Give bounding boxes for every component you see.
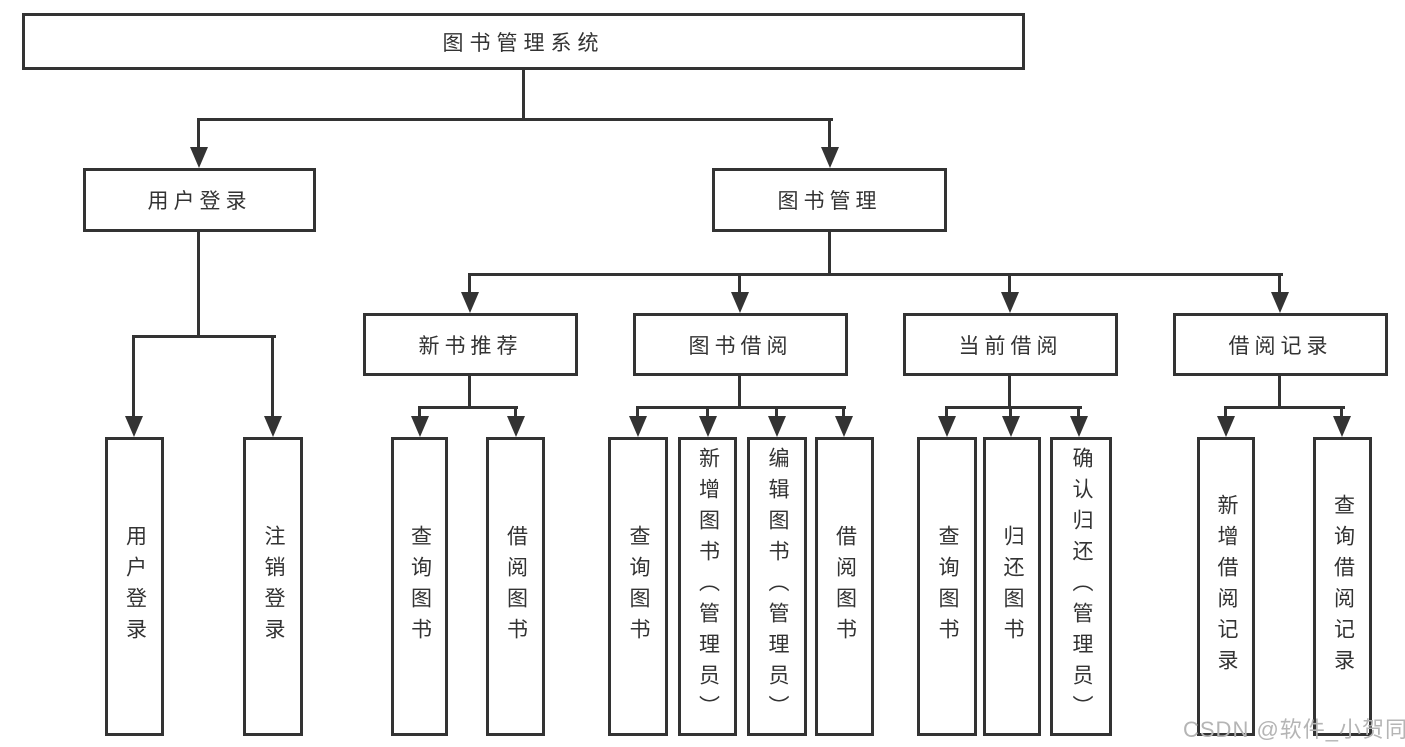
connector-line xyxy=(1340,408,1343,420)
leaf-query-books-current: 查询图书 xyxy=(917,437,977,736)
connector-line xyxy=(1278,275,1281,295)
leaf-confirm-return-admin: 确认归还（管理员） xyxy=(1050,437,1112,736)
arrowhead-icon xyxy=(411,416,429,437)
arrowhead-icon xyxy=(507,416,525,437)
connector-line xyxy=(738,275,741,295)
leaf-query-books-recommend: 查询图书 xyxy=(391,437,448,736)
arrowhead-icon xyxy=(1001,292,1019,313)
connector-line xyxy=(1077,408,1080,420)
connector-line xyxy=(775,408,778,420)
leaf-label: 借阅图书 xyxy=(504,524,528,649)
connector-line xyxy=(1008,275,1011,295)
leaf-label: 确认归还（管理员） xyxy=(1070,447,1093,726)
node-label: 图书借阅 xyxy=(688,334,793,358)
arrowhead-icon xyxy=(1333,416,1351,437)
arrowhead-icon xyxy=(938,416,956,437)
node-label: 用户登录 xyxy=(147,190,252,213)
leaf-label: 查询图书 xyxy=(936,524,959,649)
arrowhead-icon xyxy=(731,292,749,313)
leaf-label: 编辑图书（管理员） xyxy=(766,447,789,726)
arrowhead-icon xyxy=(1002,416,1020,437)
node-book-management: 图书管理 xyxy=(712,168,947,232)
connector-line xyxy=(1224,406,1345,409)
leaf-user-login: 用户登录 xyxy=(105,437,164,736)
leaf-label: 新增图书（管理员） xyxy=(696,447,720,726)
connector-line xyxy=(468,273,1283,276)
node-current-borrowing: 当前借阅 xyxy=(903,313,1118,376)
leaf-query-books-borrowing: 查询图书 xyxy=(608,437,668,736)
connector-line xyxy=(418,408,421,420)
connector-line xyxy=(945,406,1082,409)
connector-line xyxy=(1008,375,1011,409)
leaf-label: 用户登录 xyxy=(123,524,147,649)
connector-line xyxy=(1009,408,1012,420)
connector-line xyxy=(418,406,518,409)
node-label: 当前借阅 xyxy=(958,334,1063,358)
leaf-return-book: 归还图书 xyxy=(983,437,1041,736)
connector-line xyxy=(271,337,274,420)
leaf-borrow-books-recommend: 借阅图书 xyxy=(486,437,545,736)
node-label: 借阅记录 xyxy=(1228,334,1333,358)
arrowhead-icon xyxy=(264,416,282,437)
connector-line xyxy=(636,406,846,409)
connector-line xyxy=(197,231,200,338)
leaf-query-borrow-record: 查询借阅记录 xyxy=(1313,437,1372,736)
leaf-label: 查询图书 xyxy=(627,524,650,649)
connector-line xyxy=(514,408,517,420)
connector-line xyxy=(1224,408,1227,420)
connector-line xyxy=(636,408,639,420)
connector-line xyxy=(132,335,276,338)
leaf-label: 借阅图书 xyxy=(833,524,857,649)
arrowhead-icon xyxy=(190,147,208,168)
arrowhead-icon xyxy=(629,416,647,437)
connector-line xyxy=(132,337,135,420)
arrowhead-icon xyxy=(1217,416,1235,437)
arrowhead-icon xyxy=(461,292,479,313)
leaf-edit-book-admin: 编辑图书（管理员） xyxy=(747,437,807,736)
leaf-label: 注销登录 xyxy=(262,524,285,649)
arrowhead-icon xyxy=(1070,416,1088,437)
connector-line xyxy=(197,118,833,121)
node-label: 图书管理 xyxy=(777,190,882,213)
node-label: 新书推荐 xyxy=(418,334,523,358)
connector-line xyxy=(706,408,709,420)
leaf-borrow-books: 借阅图书 xyxy=(815,437,874,736)
arrowhead-icon xyxy=(821,147,839,168)
node-user-login: 用户登录 xyxy=(83,168,316,232)
connector-line xyxy=(468,375,471,409)
connector-line xyxy=(468,275,471,295)
arrowhead-icon xyxy=(768,416,786,437)
connector-line xyxy=(197,120,200,152)
leaf-label: 查询借阅记录 xyxy=(1331,493,1355,680)
arrowhead-icon xyxy=(1271,292,1289,313)
connector-line xyxy=(1278,375,1281,409)
csdn-watermark: CSDN @软件_小贺同学 xyxy=(1183,717,1405,742)
connector-line xyxy=(945,408,948,420)
arrowhead-icon xyxy=(125,416,143,437)
arrowhead-icon xyxy=(835,416,853,437)
node-borrowing-records: 借阅记录 xyxy=(1173,313,1388,376)
leaf-add-borrow-record: 新增借阅记录 xyxy=(1197,437,1255,736)
connector-line xyxy=(522,68,525,121)
leaf-label: 归还图书 xyxy=(1001,524,1024,649)
node-label: 图书管理系统 xyxy=(442,31,605,55)
node-book-borrowing: 图书借阅 xyxy=(633,313,848,376)
connector-line xyxy=(842,408,845,420)
connector-line xyxy=(828,231,831,276)
node-new-book-recommendation: 新书推荐 xyxy=(363,313,578,376)
arrowhead-icon xyxy=(699,416,717,437)
leaf-add-book-admin: 新增图书（管理员） xyxy=(678,437,737,736)
connector-line xyxy=(738,375,741,409)
connector-line xyxy=(828,120,831,152)
leaf-label: 查询图书 xyxy=(408,524,432,649)
node-library-management-system: 图书管理系统 xyxy=(22,13,1025,70)
leaf-logout: 注销登录 xyxy=(243,437,303,736)
leaf-label: 新增借阅记录 xyxy=(1215,493,1238,680)
